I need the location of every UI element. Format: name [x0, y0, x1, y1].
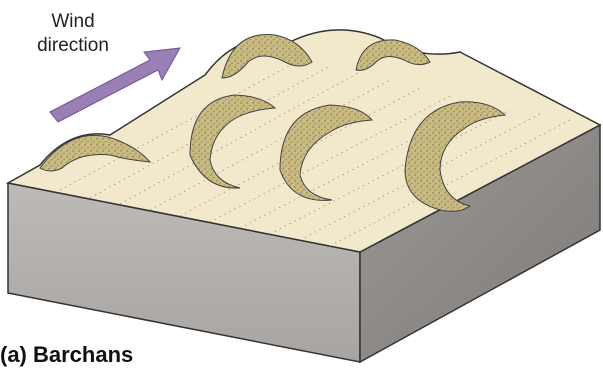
- diagram-caption: (a) Barchans: [0, 342, 133, 368]
